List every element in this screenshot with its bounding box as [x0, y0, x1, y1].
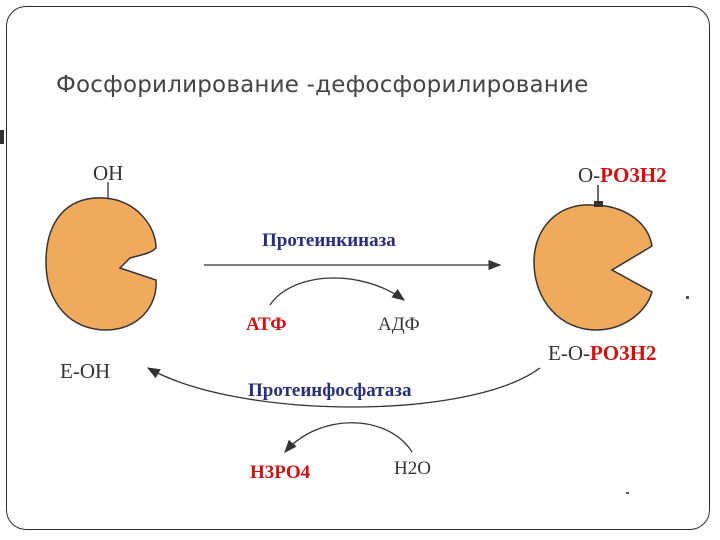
right-top-label: O-PO3H2	[578, 163, 667, 187]
reverse-cofactor-arc	[284, 422, 413, 453]
scan-speck	[686, 296, 689, 299]
left-top-label: OH	[93, 161, 123, 185]
reverse-product-label: H3PO4	[250, 462, 311, 483]
right-bond-anchor	[594, 201, 603, 207]
left-bottom-label: E-OH	[60, 359, 110, 383]
slide-frame	[6, 6, 710, 530]
forward-cofactor-arc	[269, 277, 406, 306]
scan-speck	[626, 492, 629, 494]
reverse-substrate-label: H2O	[394, 458, 431, 479]
slide-title: Фосфорилирование -дефосфорилирование	[56, 72, 589, 98]
frame-tick	[0, 130, 4, 144]
forward-product-label: АДФ	[378, 314, 420, 335]
forward-enzyme-label: Протеинкиназа	[262, 230, 396, 251]
reverse-arrow	[146, 367, 541, 408]
enzyme-left-shape	[45, 197, 157, 331]
right-bottom-label: E-O-PO3H2	[548, 341, 656, 365]
reverse-enzyme-label: Протеинфосфатаза	[248, 380, 412, 401]
enzyme-right-shape	[533, 204, 653, 331]
forward-substrate-label: АТФ	[246, 314, 287, 335]
